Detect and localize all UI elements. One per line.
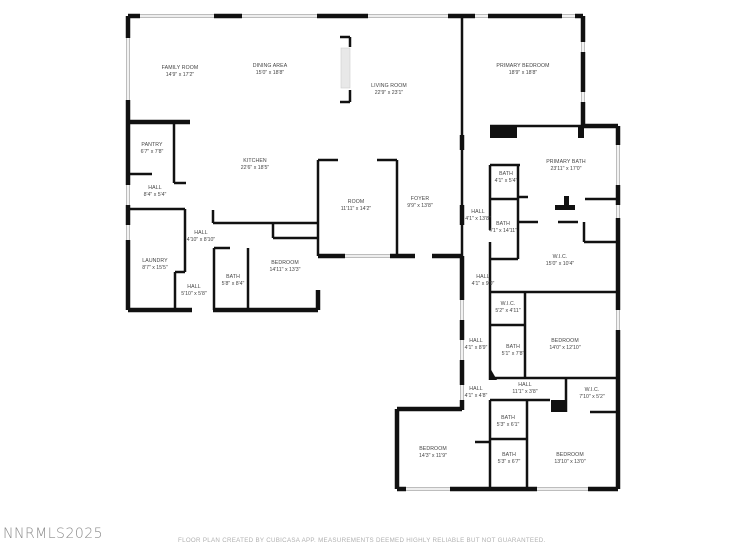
room-name: BATH [502,452,516,458]
room-dimensions: 15'0" x 18'8" [255,70,285,76]
room-dimensions: 14'3" x 11'9" [418,453,448,459]
room-dimensions: 9'9" x 13'8" [407,203,433,209]
room-name: DINING AREA [252,63,288,69]
room-name: LAUNDRY [142,258,168,264]
room-name: BEDROOM [271,260,299,266]
room-dimensions: 4'1" x 14'11" [488,228,518,234]
room-name: HALL [471,209,485,215]
room-dimensions: 5'3" x 6'1" [496,422,520,428]
room-dimensions: 6'7" x 7'8" [140,149,164,155]
room-name: HALL [187,284,201,290]
room-name: LIVING ROOM [371,83,407,89]
room-name: HALL [518,382,532,388]
room-name: HALL [476,274,490,280]
room-name: BATH [226,274,240,280]
room-name: PRIMARY BATH [546,159,586,165]
room-name: FAMILY ROOM [161,65,199,71]
room-dimensions: 18'9" x 18'8" [508,70,538,76]
room-label-wic-1: W.I.C.15'0" x 10'4" [546,254,574,268]
room-name: HALL [194,230,208,236]
room-dimensions: 15'0" x 10'4" [545,261,575,267]
room-name: FOYER [410,196,430,202]
room-dimensions: 14'11" x 13'3" [269,267,301,273]
room-dimensions: 22'9" x 23'1" [374,90,404,96]
room-dimensions: 14'9" x 17'2" [165,72,195,78]
room-dimensions: 5'8" x 8'4" [221,281,245,287]
room-dimensions: 5'10" x 5'8" [181,291,207,297]
room-name: HALL [469,338,483,344]
room-name: BEDROOM [556,452,584,458]
room-dimensions: 4'1" x 4'8" [464,393,488,399]
room-label-wic-2: W.I.C.5'2" x 4'11" [495,301,520,315]
room-dimensions: 4'1" x 9'0" [471,281,495,287]
footer-disclaimer: FLOOR PLAN CREATED BY CUBICASA APP. MEAS… [178,537,546,544]
room-dimensions: 23'11" x 17'0" [550,166,582,172]
room-dimensions: 13'10" x 13'0" [554,459,586,465]
room-name: W.I.C. [584,387,600,393]
room-name: HALL [469,386,483,392]
room-name: HALL [148,185,162,191]
room-name: BATH [501,415,515,421]
room-name: BATH [496,221,510,227]
windows [126,14,620,491]
room-dimensions: 8'7" x 15'5" [142,265,168,271]
room-name: PRIMARY BEDROOM [496,63,550,69]
room-dimensions: 22'6" x 18'5" [240,165,270,171]
room-dimensions: 4'10" x 8'10" [186,237,216,243]
room-name: BATH [506,344,520,350]
room-name: PANTRY [141,142,163,148]
room-dimensions: 14'0" x 12'10" [549,345,581,351]
room-dimensions: 11'1" x 3'8" [512,389,538,395]
room-dimensions: 8'4" x 5'4" [143,192,167,198]
room-dimensions: 4'1" x 8'9" [464,345,488,351]
room-name: BEDROOM [419,446,447,452]
room-name: W.I.C. [552,254,568,260]
room-dimensions: 7'10" x 5'2" [579,394,605,400]
watermark: NNRMLS2025 [3,526,104,542]
room-dimensions: 4'1" x 5'4" [494,178,518,184]
room-label-wic-3: W.I.C.7'10" x 5'2" [579,387,605,401]
room-name: BEDROOM [551,338,579,344]
room-name: W.I.C. [500,301,516,307]
room-dimensions: 5'2" x 4'11" [495,308,521,314]
walls [125,13,621,492]
room-dimensions: 4'1" x 13'8" [465,216,491,222]
room-name: KITCHEN [243,158,267,164]
room-dimensions: 11'11" x 14'2" [340,206,372,212]
room-dimensions: 5'1" x 7'8" [501,351,525,357]
room-name: BATH [499,171,513,177]
room-dimensions: 5'3" x 6'7" [497,459,521,465]
room-name: ROOM [347,199,365,205]
